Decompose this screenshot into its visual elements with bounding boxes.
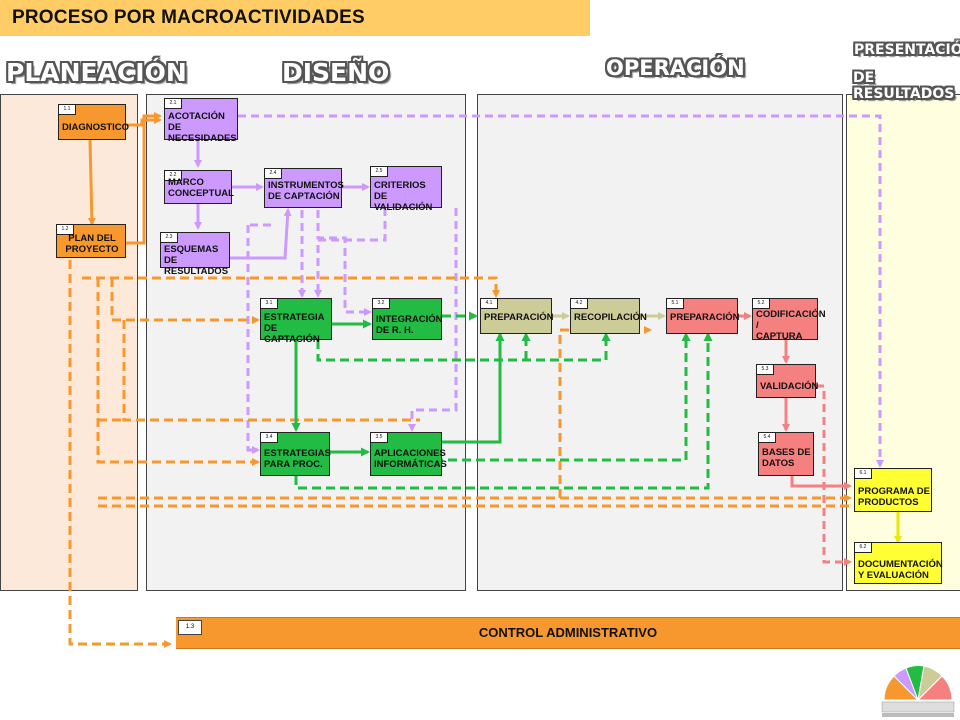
box-label: RECOPILACIÓN [574,312,647,323]
box-label: VALIDACIÓN [760,381,819,392]
box-number: 5.4 [759,433,776,443]
box-number: 5.2 [753,299,770,309]
box-number: 3.4 [261,433,278,443]
box-label: PREPARACIÓN [484,312,554,323]
box-bases-de-datos[interactable]: 5.4 BASES DE DATOS [758,432,814,476]
box-label: MARCO CONCEPTUAL [168,177,234,199]
box-number: 1.2 [57,225,74,235]
box-label: PLAN DEL PROYECTO [65,233,119,255]
box-number: 2.5 [371,167,388,177]
box-number: 5.1 [667,299,684,309]
box-esquemas[interactable]: 2.3 ESQUEMAS DE RESULTADOS [160,232,230,277]
box-label: ESTRATEGIA DE CAPTACIÓN [264,312,325,345]
phase-label-presentacion-2: DE RESULTADOS [853,70,955,102]
control-label: CONTROL ADMINISTRATIVO [478,625,658,640]
phase-label-operacion: OPERACIÓN [606,56,745,80]
box-preparacion-2[interactable]: 5.1 PREPARACIÓN [666,298,740,334]
box-preparacion-1[interactable]: 4.1 PREPARACIÓN [480,298,554,334]
box-number: 2.4 [265,169,282,179]
box-documentacion[interactable]: 6.2 DOCUMENTACIÓN Y EVALUACIÓN [854,542,943,584]
box-label: INSTRUMENTOS DE CAPTACIÓN [268,180,344,202]
box-label: BASES DE DATOS [762,447,811,469]
phase-label-presentacion-1: PRESENTACIÓN [854,42,960,58]
box-number: 3.2 [373,299,390,309]
box-estrategias-proc[interactable]: 3.4 ESTRATEGIAS PARA PROC. [260,432,331,476]
logo-icon [881,665,955,717]
box-number: 1.1 [59,105,76,115]
box-acotacion[interactable]: 2.1 ACOTACIÓN DE NECESIDADES [164,98,238,144]
box-label: DOCUMENTACIÓN Y EVALUACIÓN [858,559,943,581]
panel-planeacion [0,94,138,591]
box-label: ACOTACIÓN DE NECESIDADES [168,111,237,144]
box-label: PREPARACIÓN [670,312,740,323]
page-title: PROCESO POR MACROACTIVIDADES [12,7,365,28]
panel-operacion [477,94,843,591]
box-validacion[interactable]: 5.3 VALIDACIÓN [756,364,819,398]
box-number: 2.2 [165,171,182,181]
title-bar: PROCESO POR MACROACTIVIDADES [0,0,590,36]
box-number: 4.1 [481,299,498,309]
box-label: CODIFICACIÓN / CAPTURA [756,309,826,342]
box-aplicaciones[interactable]: 3.5 APLICACIONES INFORMÁTICAS [370,432,447,476]
box-label: ESQUEMAS DE RESULTADOS [164,244,229,277]
box-marco-conceptual[interactable]: 2.2 MARCO CONCEPTUAL [164,170,234,204]
box-programa-de-productos[interactable]: 6.1 PROGRAMA DE PRODUCTOS [854,468,932,512]
box-instrumentos[interactable]: 2.4 INSTRUMENTOS DE CAPTACIÓN [264,168,344,208]
box-label: INTEGRACIÓN DE R. H. [376,314,443,336]
box-number: 6.2 [855,543,872,553]
box-label: APLICACIONES INFORMÁTICAS [374,448,447,470]
box-label: ESTRATEGIAS PARA PROC. [264,448,331,470]
control-number: 1.3 [178,620,202,635]
box-number: 2.1 [165,99,182,109]
box-diagnostico[interactable]: 1.1 DIAGNOSTICO [58,104,130,140]
box-estrategia-captacion[interactable]: 3.1 ESTRATEGIA DE CAPTACIÓN [260,298,332,345]
box-label: CRITERIOS DE VALIDACIÓN [374,180,433,213]
box-recopilacion[interactable]: 4.2 RECOPILACIÓN [570,298,647,334]
box-criterios[interactable]: 2.5 CRITERIOS DE VALIDACIÓN [370,166,442,213]
box-number: 3.5 [371,433,388,443]
box-codificacion[interactable]: 5.2 CODIFICACIÓN / CAPTURA [752,298,826,342]
box-label: PROGRAMA DE PRODUCTOS [858,486,930,508]
box-number: 3.1 [261,299,278,309]
box-label: DIAGNOSTICO [62,122,130,133]
box-number: 5.3 [757,365,774,375]
control-administrativo-bar[interactable]: 1.3 CONTROL ADMINISTRATIVO [176,617,960,649]
box-plan-del-proyecto[interactable]: 1.2 PLAN DEL PROYECTO [56,224,126,258]
box-number: 4.2 [571,299,588,309]
box-integracion[interactable]: 3.2 INTEGRACIÓN DE R. H. [372,298,443,340]
box-number: 6.1 [855,469,872,479]
phase-label-planeacion: PLANEACIÓN [6,58,187,87]
box-number: 2.3 [161,233,178,243]
phase-label-diseno: DISEÑO [282,58,390,87]
